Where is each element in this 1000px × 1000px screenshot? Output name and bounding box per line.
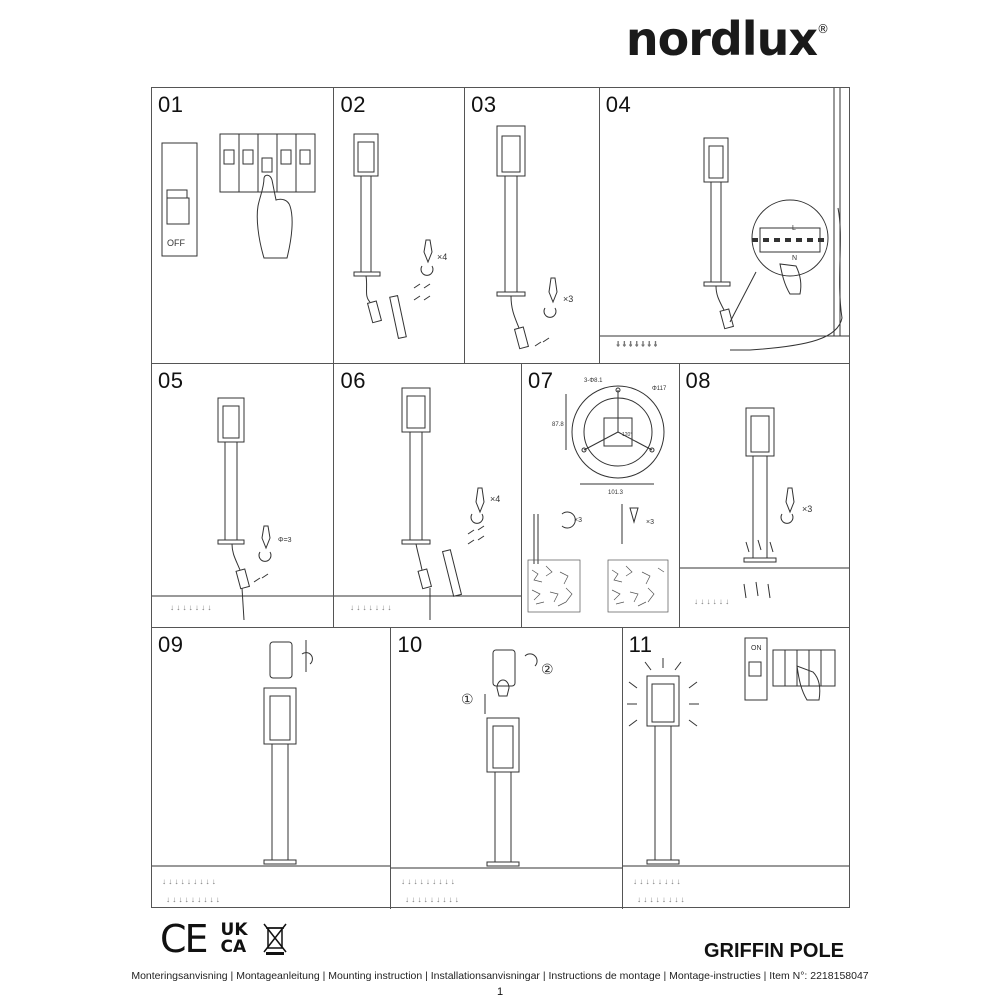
step-number: 05	[158, 368, 184, 393]
switch-off-illustration: OFF	[161, 133, 316, 259]
holes-label: 3-Φ8.1	[584, 378, 603, 384]
count-b-label: ×3	[646, 519, 654, 526]
diameter-label: Φ117	[652, 386, 667, 392]
step-panel-01: 01 OFF	[152, 88, 335, 363]
svg-text:↓ ↓ ↓ ↓ ↓ ↓: ↓ ↓ ↓ ↓ ↓ ↓ ↓ ↓ ↓	[401, 877, 455, 886]
size-label: Φ=3	[278, 537, 292, 544]
step-number: 09	[158, 632, 184, 657]
brand-logo: nordlux®	[625, 12, 829, 66]
order-2-label: ②	[541, 661, 554, 677]
ukca-bottom: CA	[220, 937, 247, 957]
registered-mark: ®	[817, 22, 829, 36]
step-panel-08: 08 ×3 ↓ ↓ ↓ ↓ ↓ ↓	[679, 364, 850, 628]
count-a-label: ×3	[574, 517, 582, 524]
svg-text:↓ ↓ ↓ ↓ ↓ ↓ ↓: ↓ ↓ ↓ ↓ ↓ ↓ ↓	[616, 339, 657, 348]
footer-text: Monteringsanvisning | Montageanleitung |…	[131, 970, 811, 982]
row-2: 05 Φ=3 ↓ ↓ ↓ ↓ ↓ ↓ ↓	[152, 363, 850, 628]
wiring-illustration: L N ↓ ↓ ↓ ↓ ↓ ↓ ↓	[599, 88, 849, 351]
step-panel-02: 02 ×4	[334, 88, 466, 363]
step-number: 03	[471, 92, 497, 117]
step-panel-03: 03 ×3	[465, 88, 600, 363]
step-number: 10	[397, 632, 423, 657]
step-panel-11: 11 ON	[622, 628, 849, 909]
count-label: ×4	[490, 494, 500, 504]
insert-bulb-illustration: ① ② ↓ ↓ ↓ ↓ ↓ ↓ ↓ ↓ ↓ ↓ ↓ ↓ ↓ ↓ ↓ ↓ ↓ ↓	[391, 649, 622, 904]
width-label: 101.3	[608, 490, 624, 496]
step-panel-07: 07 3-Φ8.1 Φ117 87.8 101.3	[522, 364, 680, 628]
unpack-pole-illustration: ×4	[353, 133, 448, 339]
svg-text:↓ ↓ ↓ ↓ ↓ ↓: ↓ ↓ ↓ ↓ ↓ ↓	[694, 597, 729, 606]
step-number: 07	[527, 368, 554, 393]
cover-pole-illustration: ×4 ↓ ↓ ↓ ↓ ↓ ↓ ↓	[334, 387, 521, 620]
count-label: ×3	[802, 504, 812, 514]
terminal-n-label: N	[792, 255, 797, 262]
row-1: 01 OFF 02	[152, 88, 849, 363]
page-number: 1	[496, 986, 504, 998]
product-name: GRIFFIN POLE	[704, 940, 844, 962]
count-label: ×3	[563, 294, 573, 304]
step-panel-09: 09 ↓ ↓ ↓ ↓ ↓ ↓ ↓ ↓ ↓ ↓ ↓ ↓ ↓ ↓ ↓ ↓ ↓	[152, 628, 392, 909]
svg-text:↓ ↓ ↓ ↓ ↓ ↓ ↓: ↓ ↓ ↓ ↓ ↓ ↓ ↓	[170, 603, 211, 612]
height-label: 87.8	[552, 422, 564, 428]
ce-mark: CE	[160, 917, 209, 961]
terminal-l-label: L	[792, 225, 796, 232]
step-panel-05: 05 Φ=3 ↓ ↓ ↓ ↓ ↓ ↓ ↓	[152, 364, 335, 628]
instruction-grid: 01 OFF 02	[151, 87, 850, 909]
step-number: 01	[158, 92, 184, 117]
drilling-template-illustration: 3-Φ8.1 Φ117 87.8 101.3 120° ×3 ×3	[527, 378, 669, 613]
on-label: ON	[751, 645, 762, 652]
ukca-top: UK	[220, 920, 248, 940]
step-panel-10: 10 ① ② ↓ ↓ ↓ ↓ ↓ ↓ ↓ ↓ ↓ ↓ ↓	[391, 628, 623, 909]
row-3: 09 ↓ ↓ ↓ ↓ ↓ ↓ ↓ ↓ ↓ ↓ ↓ ↓ ↓ ↓ ↓ ↓ ↓	[152, 627, 849, 909]
step-panel-06: 06 ×4 ↓ ↓ ↓ ↓ ↓ ↓ ↓	[334, 364, 522, 628]
svg-text:↓ ↓ ↓ ↓ ↓ ↓: ↓ ↓ ↓ ↓ ↓ ↓ ↓ ↓ ↓	[162, 877, 216, 886]
footer-caption: Monteringsanvisning | Montageanleitung |…	[0, 970, 1000, 982]
angle-label: 120°	[622, 432, 632, 438]
svg-text:↓ ↓ ↓ ↓ ↓ ↓: ↓ ↓ ↓ ↓ ↓ ↓ ↓ ↓ ↓	[166, 895, 220, 904]
tighten-screw-illustration: Φ=3 ↓ ↓ ↓ ↓ ↓ ↓ ↓	[152, 397, 334, 621]
item-number: 2218158047	[810, 970, 869, 982]
mount-pole-illustration: ×3 ↓ ↓ ↓ ↓ ↓ ↓	[679, 407, 850, 606]
remove-screws-illustration: ×3	[496, 125, 573, 350]
switch-on-illustration: ON ↓ ↓ ↓ ↓ ↓ ↓ ↓ ↓ ↓ ↓ ↓ ↓ ↓ ↓ ↓ ↓	[622, 637, 849, 904]
svg-text:↓ ↓ ↓ ↓ ↓ ↓: ↓ ↓ ↓ ↓ ↓ ↓ ↓ ↓	[637, 895, 685, 904]
brand-name: nordlux	[625, 12, 818, 66]
step-panel-04: 04 L N	[599, 88, 849, 363]
svg-text:↓ ↓ ↓ ↓ ↓ ↓: ↓ ↓ ↓ ↓ ↓ ↓ ↓ ↓	[633, 877, 681, 886]
remove-cover-illustration: ↓ ↓ ↓ ↓ ↓ ↓ ↓ ↓ ↓ ↓ ↓ ↓ ↓ ↓ ↓ ↓ ↓ ↓	[152, 640, 391, 904]
step-number: 04	[605, 92, 632, 117]
svg-text:↓ ↓ ↓ ↓ ↓ ↓ ↓: ↓ ↓ ↓ ↓ ↓ ↓ ↓	[350, 603, 391, 612]
step-number: 11	[628, 632, 653, 657]
step-number: 08	[685, 368, 711, 393]
weee-bin-icon	[262, 923, 287, 955]
step-number: 06	[340, 368, 366, 393]
order-1-label: ①	[461, 691, 474, 707]
step-number: 02	[340, 92, 366, 117]
off-label: OFF	[167, 238, 185, 248]
count-label: ×4	[437, 252, 447, 262]
svg-text:↓ ↓ ↓ ↓ ↓ ↓: ↓ ↓ ↓ ↓ ↓ ↓ ↓ ↓ ↓	[405, 895, 459, 904]
